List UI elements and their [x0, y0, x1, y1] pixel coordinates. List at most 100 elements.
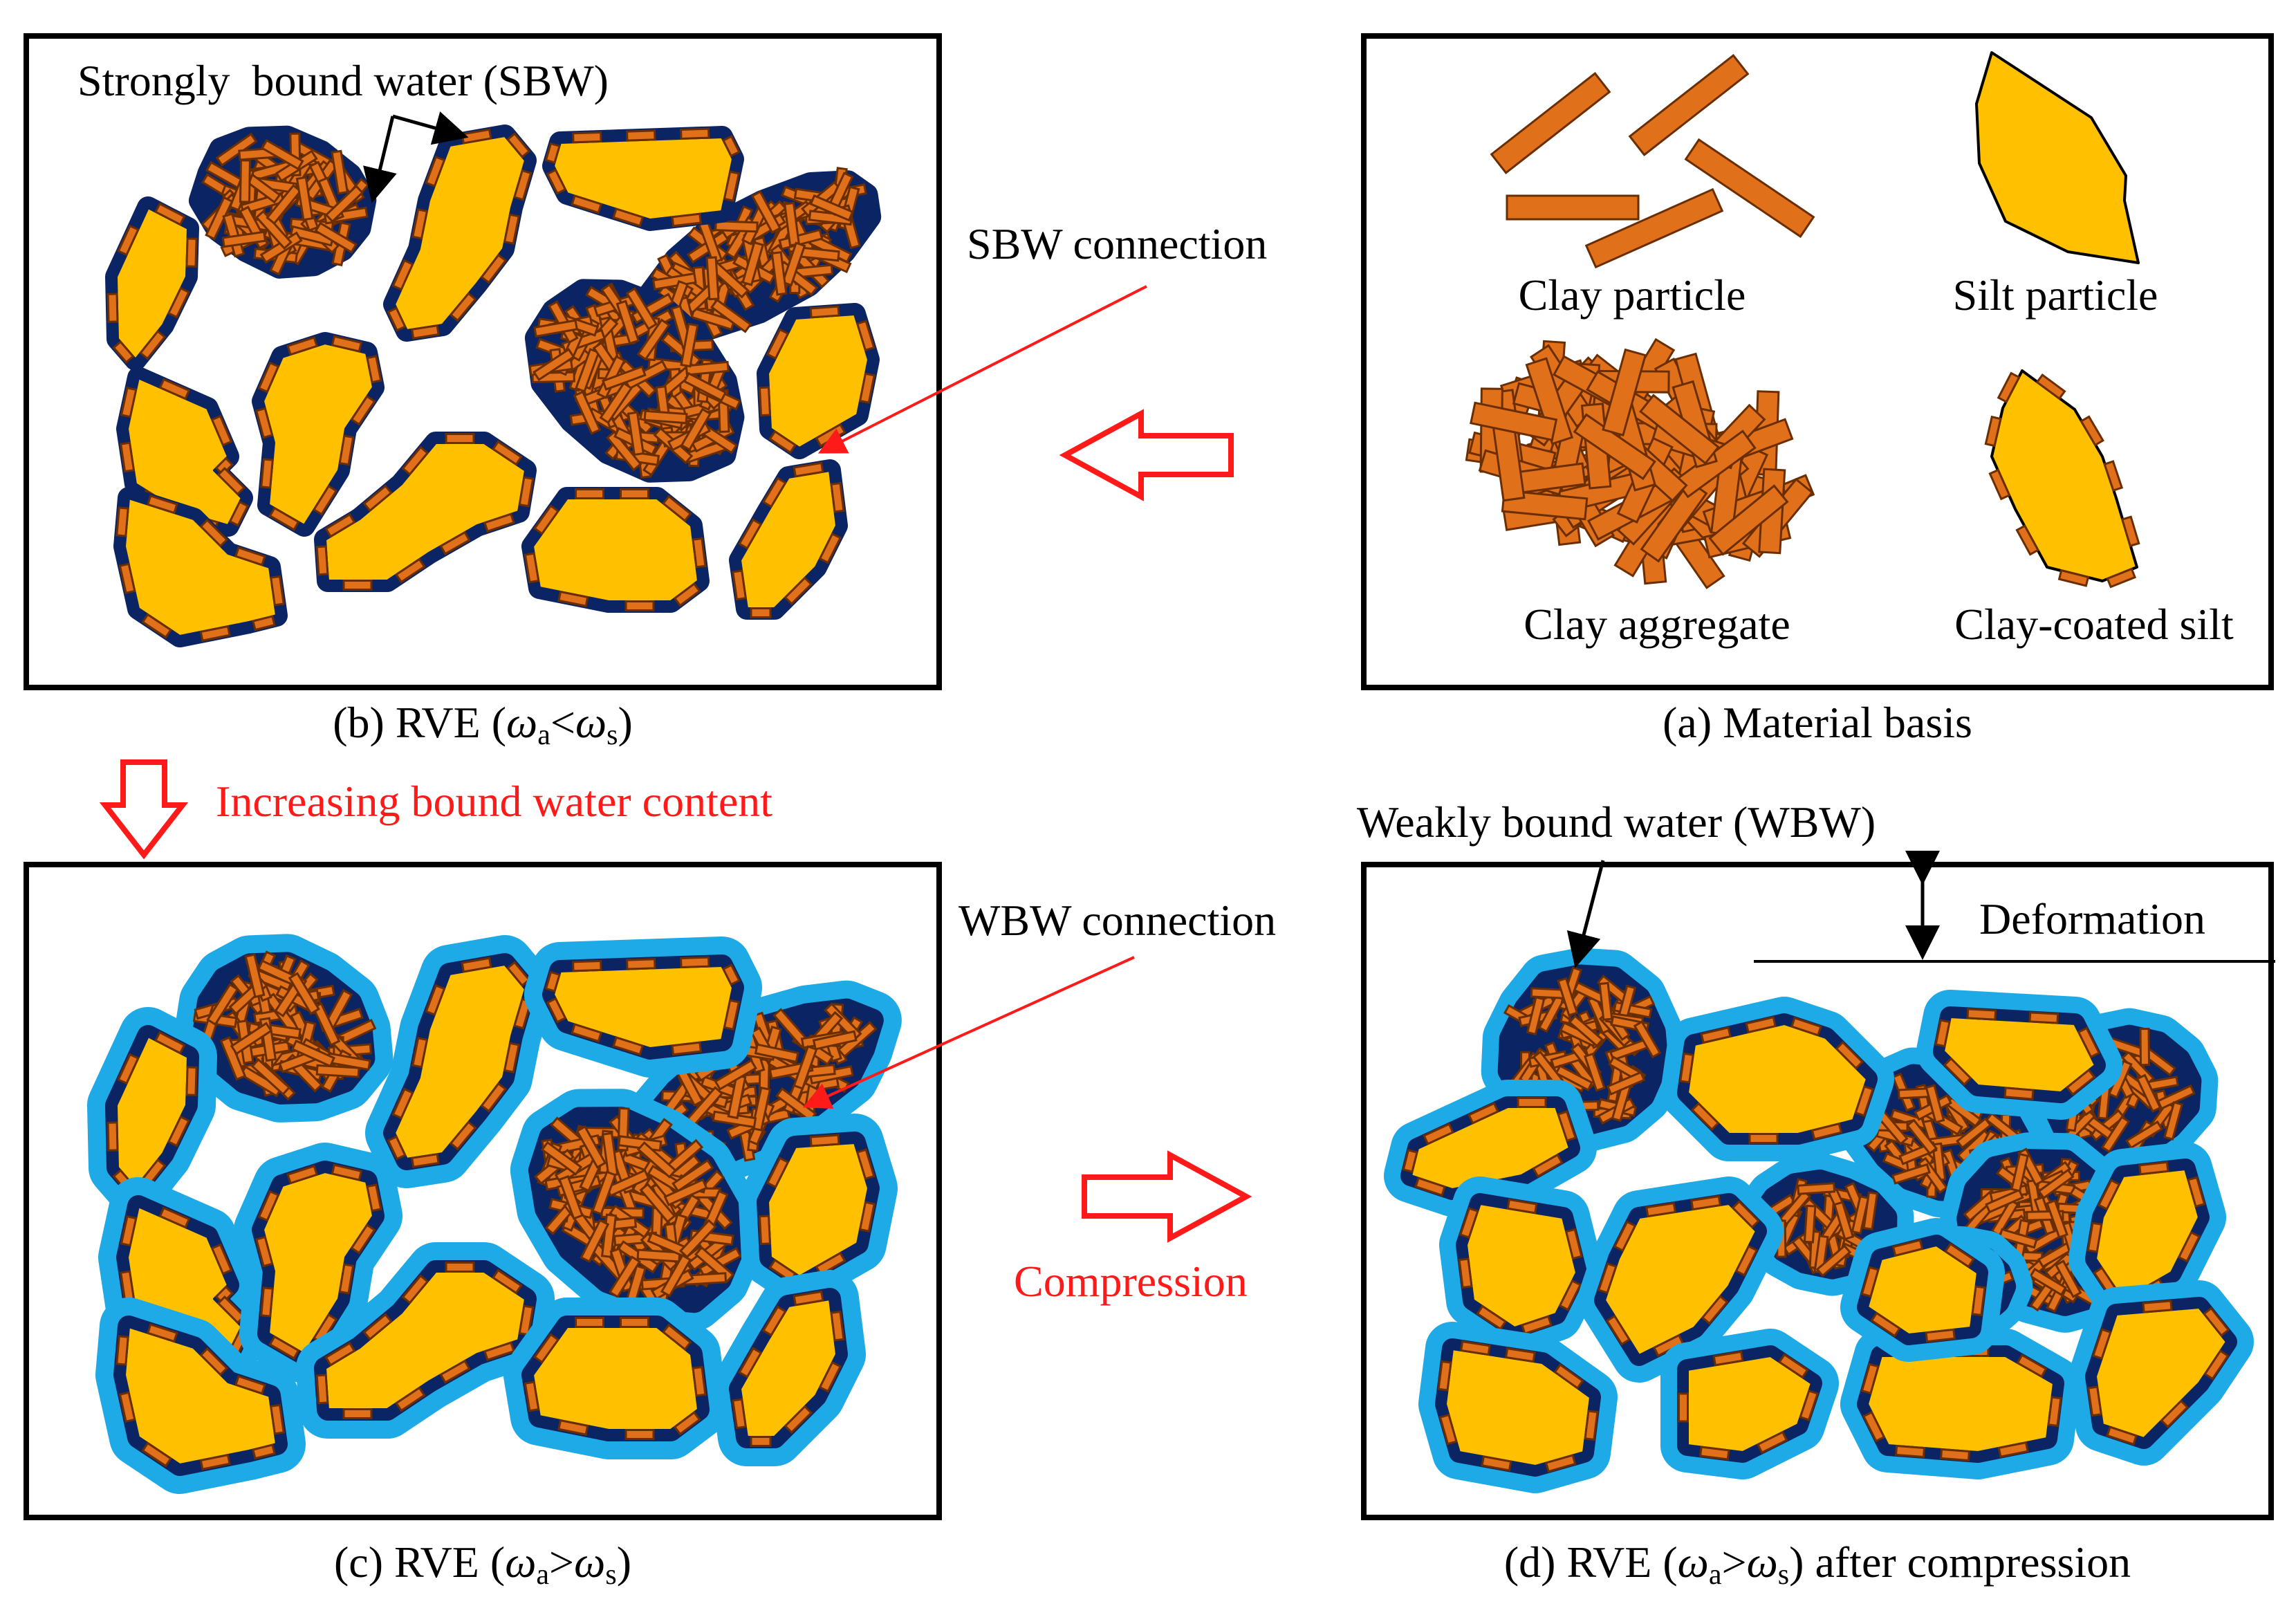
aggregate-clay: [250, 1058, 291, 1096]
aggregate-clay: [1639, 394, 1720, 465]
coating-clay: [461, 957, 492, 973]
aggregate-clay: [261, 138, 304, 171]
coating-clay: [2003, 1087, 2035, 1100]
panel-c-drawing: [87, 934, 902, 1494]
clay-particle: [1490, 72, 1611, 174]
coating-clay: [1966, 1008, 1997, 1021]
coating-clay: [1943, 1057, 1972, 1087]
coating-clay: [575, 488, 604, 499]
coating-clay: [1698, 1446, 1730, 1461]
coating-clay: [809, 1134, 840, 1147]
coating-clay: [1778, 1353, 1809, 1379]
coating-clay: [761, 477, 787, 508]
aggregate-clay: [573, 390, 602, 435]
aggregate-clay: [239, 159, 251, 203]
coating-clay: [324, 1341, 356, 1367]
coating-clay: [286, 1165, 319, 1185]
aggregate-clay: [221, 230, 267, 248]
coating-clay: [425, 984, 446, 1016]
coating-clay: [2160, 1399, 2189, 1429]
aggregate-clay: [600, 1213, 618, 1258]
coating-clay: [1700, 1026, 1732, 1044]
aggregate-clay: [1568, 1014, 1604, 1048]
coating-clay: [2035, 373, 2066, 400]
coating-clay: [723, 999, 741, 1031]
coating-clay: [1790, 1016, 1822, 1037]
coating-clay: [350, 1224, 376, 1255]
aggregate-clay: [615, 299, 640, 345]
coating-clay: [338, 434, 355, 466]
coating-clay: [257, 1190, 280, 1222]
coating-clay: [2087, 1385, 2103, 1417]
aggregate-clay: [2046, 1199, 2068, 1239]
panel-b-frame: [24, 33, 942, 690]
coating-clay: [115, 506, 129, 537]
coating-clay: [445, 433, 475, 444]
aggregate-clay: [1862, 1191, 1879, 1230]
coating-clay: [2091, 1328, 2112, 1360]
coating-clay: [315, 545, 329, 576]
aggregate-clay: [540, 1141, 583, 1176]
aggregate-clay: [314, 221, 358, 254]
coating-clay: [214, 1285, 234, 1304]
aggregate-clay: [643, 409, 688, 425]
coating-clay: [391, 259, 414, 291]
coating-clay: [254, 1235, 274, 1268]
coating-clay: [492, 1268, 523, 1295]
coating-clay: [2138, 1161, 2169, 1176]
aggregate-clay: [683, 371, 728, 403]
caption-a: (a) Material basis: [1663, 698, 1972, 747]
coating-clay: [2077, 1026, 2101, 1059]
coating-clay: [1731, 1200, 1760, 1229]
coating-clay: [1690, 1102, 1720, 1132]
right-arrow-icon: [1082, 1150, 1252, 1243]
aggregate-clay: [2163, 1100, 2184, 1141]
coating-clay: [1811, 1122, 1843, 1141]
aggregate-clay: [591, 1170, 617, 1216]
aggregate-clay: [315, 1064, 360, 1078]
clay-particle: [1628, 54, 1750, 156]
coating-clay: [1459, 1207, 1479, 1239]
coating-clay: [1891, 1239, 1924, 1257]
coating-clay: [118, 1391, 136, 1423]
aggregate-clay: [627, 411, 645, 456]
coating-clay: [1468, 1102, 1499, 1125]
aggregate-clay: [254, 210, 293, 250]
aggregate-clay: [1573, 413, 1656, 481]
coating-clay: [117, 1053, 140, 1085]
coating-clay: [818, 532, 842, 564]
coating-clay: [107, 1121, 119, 1152]
aggregate-clay: [680, 407, 712, 452]
coating-clay: [766, 328, 790, 360]
coating-clay: [620, 488, 649, 499]
coating-clay: [2142, 1300, 2173, 1313]
aggregate-clay: [2156, 1084, 2196, 1110]
coating-clay: [257, 361, 280, 394]
coating-clay: [738, 1347, 763, 1378]
coating-clay: [1854, 1084, 1875, 1117]
silt-particle: [1942, 1015, 2097, 1094]
coating-clay: [855, 320, 876, 352]
coating-clay: [1459, 1340, 1491, 1356]
aggregate-clay: [205, 196, 234, 241]
coating-clay: [158, 1206, 191, 1229]
wbw-connection-label: WBW connection: [959, 896, 1276, 945]
coating-clay: [118, 562, 136, 595]
coating-clay: [793, 461, 824, 478]
coating-clay: [449, 292, 477, 322]
aggregate-clay: [672, 1159, 714, 1193]
coating-clay: [571, 194, 603, 214]
panel-a-frame: [1361, 33, 2274, 690]
panel-d-drawing: [1384, 948, 2254, 1493]
coating-clay: [185, 1066, 198, 1096]
coating-clay: [830, 481, 845, 513]
panel-a-drawing: [1465, 51, 2140, 589]
coating-clay: [199, 625, 231, 642]
coating-clay: [146, 495, 178, 515]
coating-clay: [1939, 1448, 1971, 1462]
coating-clay: [1584, 1410, 1599, 1441]
coating-clay: [766, 1156, 790, 1189]
coating-clay: [557, 590, 589, 607]
aggregate-clay: [1955, 1117, 1992, 1150]
